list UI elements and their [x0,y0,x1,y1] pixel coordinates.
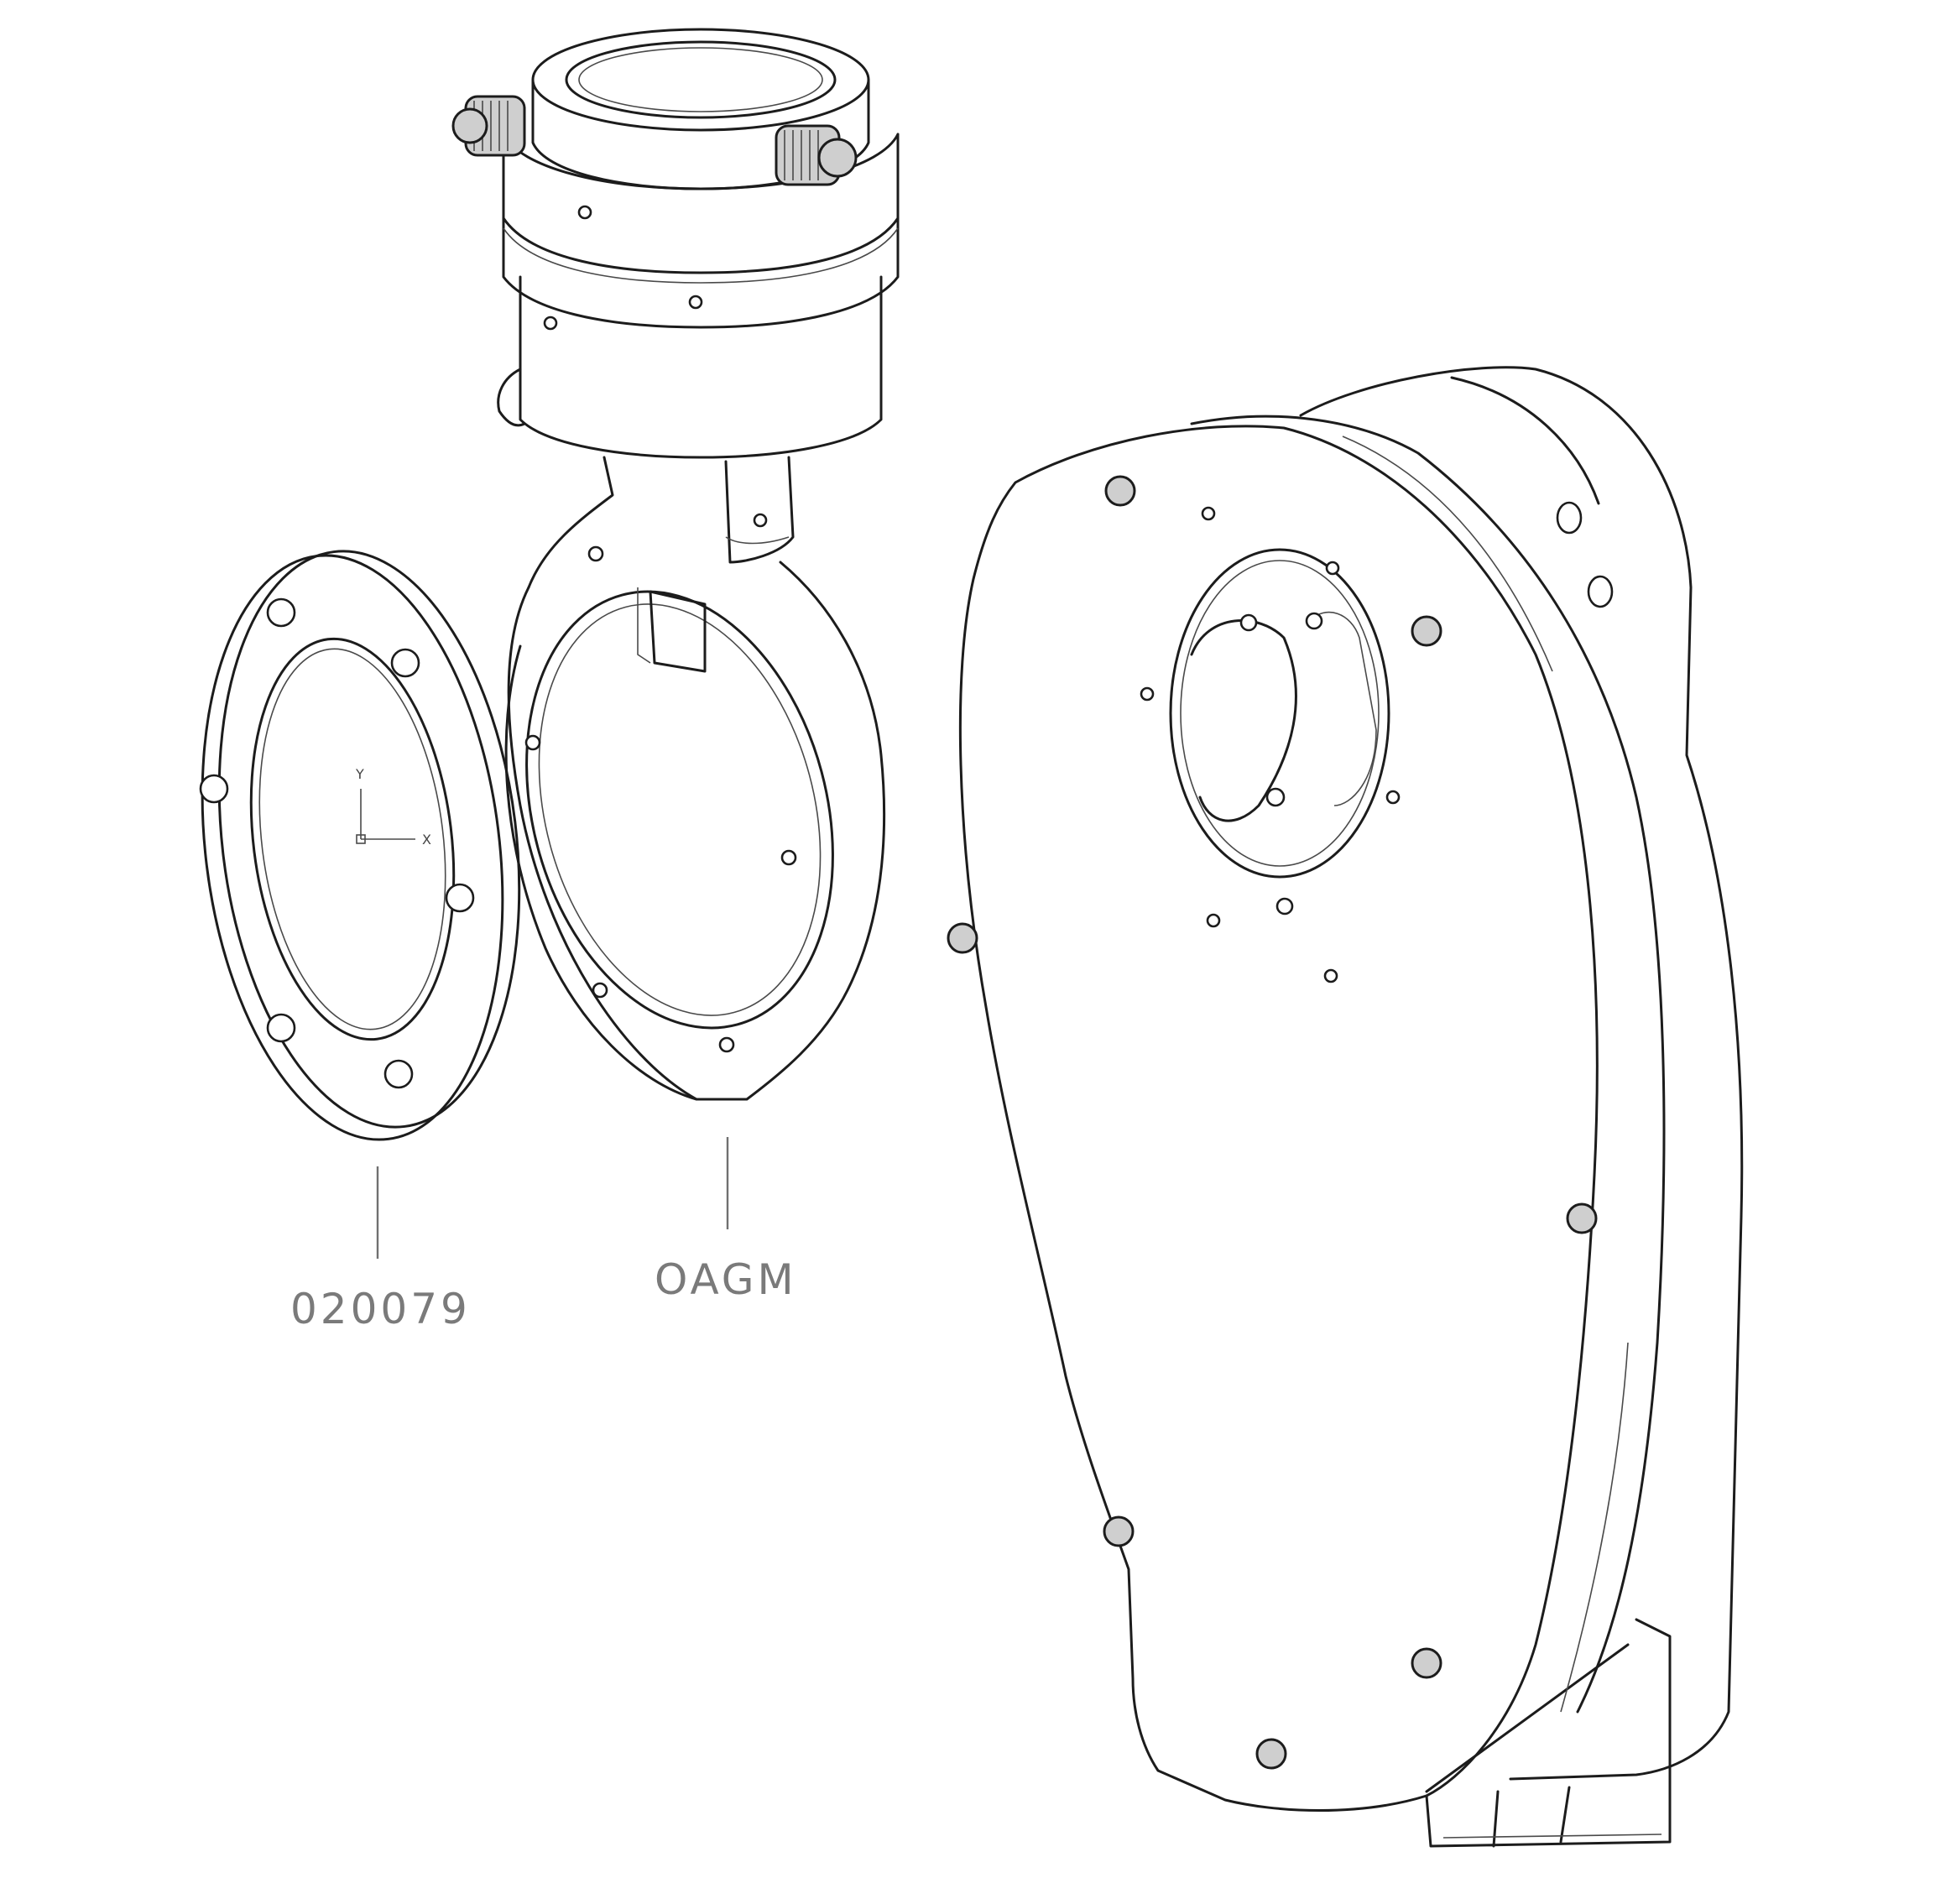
part-label-020079: 020079 [290,1285,471,1333]
axis-y-label: Y [355,766,364,782]
filter-wheel-housing [947,366,1744,1848]
part-label-oagm: OAGM [655,1255,797,1304]
adapter-ring: Y X [199,550,521,1141]
ucs-axis-icon: Y X [355,766,431,848]
housing-screws [947,475,1598,1770]
axis-x-label: X [422,832,431,848]
oag-body [451,28,900,1101]
